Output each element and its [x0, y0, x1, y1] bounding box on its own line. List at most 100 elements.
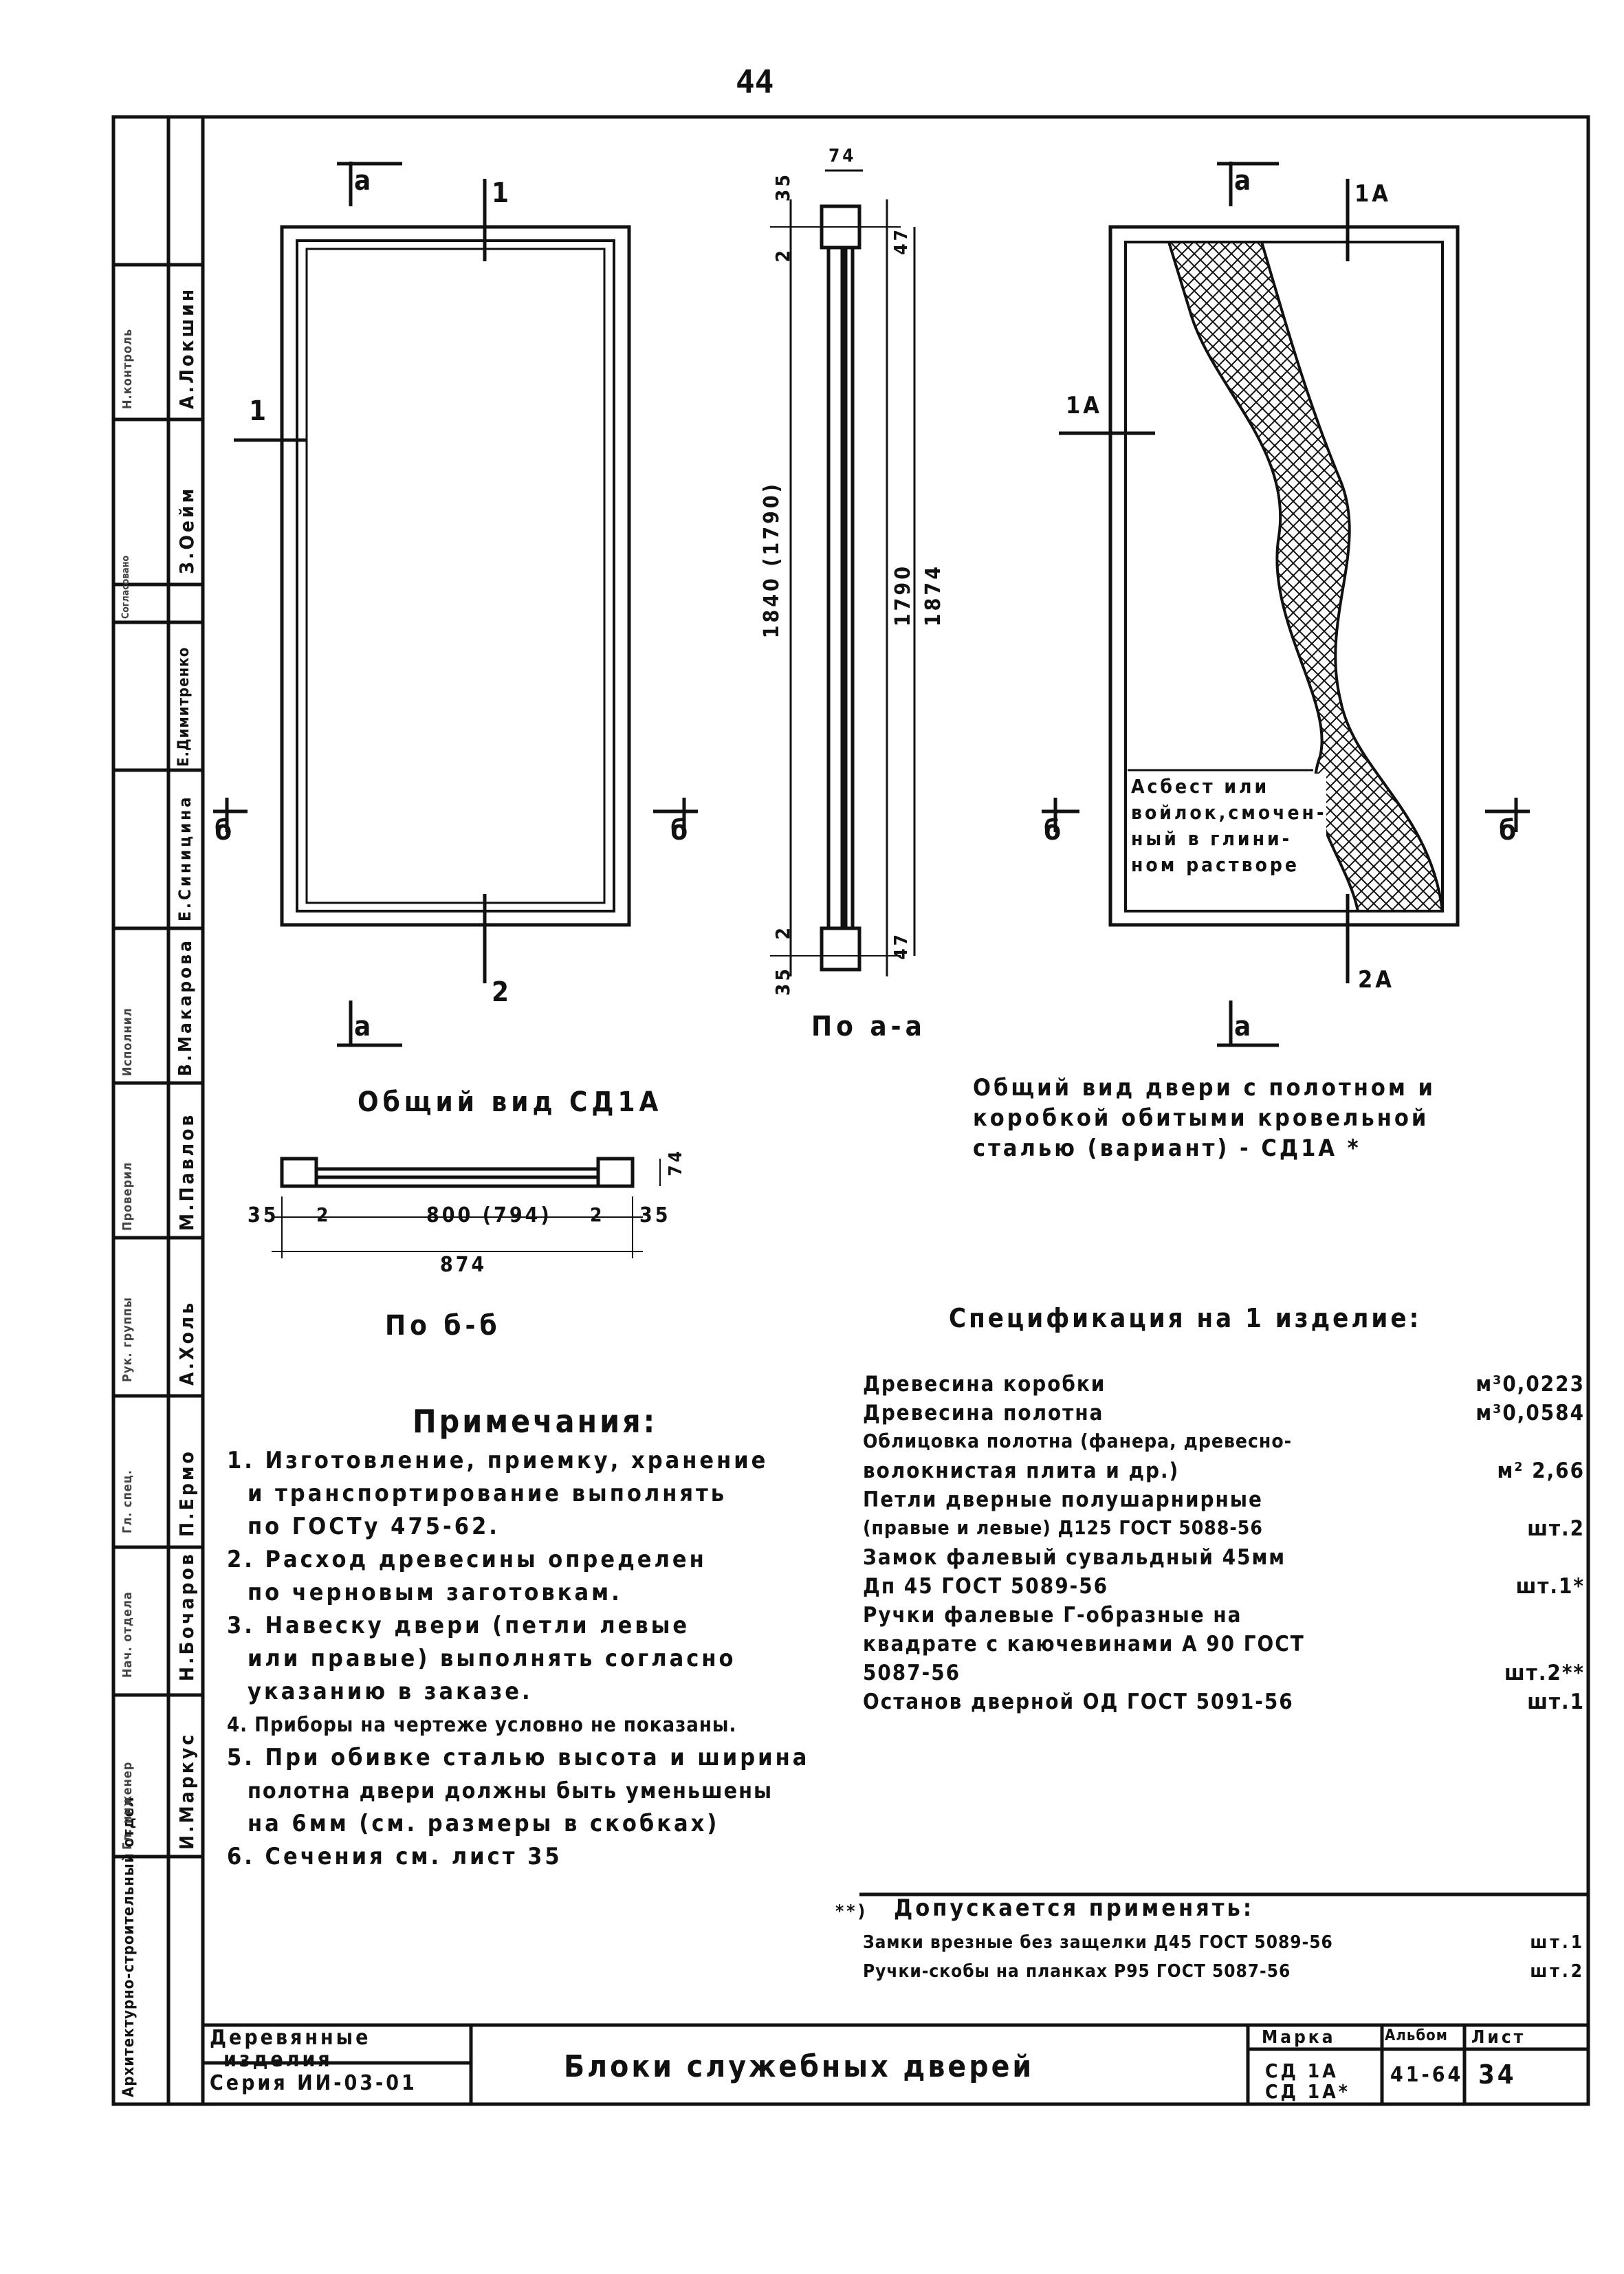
title-block-mark-header: Марка	[1262, 2027, 1336, 2048]
spec-note-title: Допускается применять:	[894, 1894, 1255, 1922]
side-stamp-role: Проверил	[120, 1161, 135, 1231]
dim-bb-left: 35	[248, 1203, 279, 1227]
spec-name: квадрате с каючевинами А 90 ГОСТ	[863, 1632, 1305, 1657]
alt-cut-mark-1a-top: 1А	[1354, 180, 1391, 208]
callout-line: войлок,смочен-	[1131, 801, 1327, 824]
notes-title: Примечания:	[413, 1403, 658, 1440]
side-stamp-org: Архитектурно-строительный отдел	[120, 1796, 138, 2097]
notes-list: 1. Изготовление, приемку, хранение и тра…	[227, 1444, 846, 1873]
door-leaf	[305, 248, 606, 904]
spec-qty: шт.1*	[1515, 1574, 1585, 1599]
note-line: по черновым заготовкам.	[248, 1579, 622, 1606]
note-line: или правые) выполнять согласно	[248, 1645, 736, 1672]
dim-bb-right2: 2	[590, 1203, 605, 1226]
cut-mark-a-bottom: а	[354, 1011, 374, 1042]
title-block-sheet-header: Лист	[1471, 2027, 1526, 2048]
dim-bb-middle: 800 (794)	[426, 1203, 552, 1227]
spec-qty: шт.2	[1527, 1516, 1585, 1541]
spec-row: Петли дверные полушарнирные	[863, 1487, 1585, 1516]
spec-qty: м² 2,66	[1497, 1458, 1585, 1483]
spec-row: волокнистая плита и др.) м² 2,66	[863, 1458, 1585, 1487]
insulation-hatch	[1167, 241, 1445, 912]
side-stamp-name: А.Локшин	[175, 286, 198, 409]
note-line: полотна двери должны быть уменьшены	[248, 1778, 773, 1804]
alt-caption-line: сталью (вариант) - СД1А *	[973, 1135, 1361, 1162]
spec-row: Древесина коробки м³0,0223	[863, 1372, 1585, 1401]
cut-mark-b-right: б	[670, 815, 691, 846]
note-line: на 6мм (см. размеры в скобках)	[248, 1810, 720, 1837]
side-stamp-name: М.Павлов	[175, 1112, 198, 1231]
side-stamp-name: Е.Димитренко	[175, 646, 193, 767]
spec-row: Ручки фалевые Г-образные на	[863, 1603, 1585, 1632]
alt-cut-mark-2a-bottom: 2А	[1358, 966, 1394, 994]
note-line: 6. Сечения см. лист 35	[227, 1843, 562, 1870]
dim-aa-top-2: 2	[771, 248, 794, 263]
alt-view-caption: Общий вид двери с полотном и коробкой об…	[973, 1073, 1436, 1163]
alt-cut-mark-b-left: б	[1044, 815, 1064, 846]
spec-qty: шт.1	[1527, 1690, 1585, 1714]
callout-line: ном растворе	[1131, 853, 1299, 876]
spec-name: Древесина коробки	[863, 1372, 1106, 1397]
title-block-album: 41-64	[1390, 2063, 1464, 2087]
spec-alt-name: Замки врезные без защелки Д45 ГОСТ 5089-…	[863, 1932, 1333, 1953]
alt-cut-mark-1a-left: 1А	[1066, 392, 1102, 419]
spec-table: Древесина коробки м³0,0223 Древесина пол…	[863, 1372, 1585, 1718]
dim-aa-mid: 1790	[891, 564, 915, 627]
cut-mark-1-top: 1	[492, 177, 512, 209]
spec-row: Дп 45 ГОСТ 5089-56 шт.1*	[863, 1574, 1585, 1603]
title-block-sheet: 34	[1478, 2059, 1517, 2090]
side-stamp-role: Гл. спец.	[120, 1469, 135, 1533]
general-view-caption: Общий вид СД1А	[358, 1086, 663, 1118]
spec-alt-table: Замки врезные без защелки Д45 ГОСТ 5089-…	[863, 1932, 1585, 1990]
dim-aa-top-35: 35	[771, 172, 794, 202]
alt-cut-mark-b-right: б	[1499, 815, 1519, 846]
callout-line: Асбест или	[1131, 775, 1270, 798]
dim-aa-bottom-35: 35	[771, 966, 794, 996]
dim-bb-thickness: 74	[666, 1148, 686, 1177]
spec-title: Спецификация на 1 изделие:	[949, 1303, 1422, 1333]
spec-row: Облицовка полотна (фанера, древесно-	[863, 1430, 1585, 1458]
spec-row: Останов дверной ОД ГОСТ 5091-56 шт.1	[863, 1690, 1585, 1718]
note-line: 4. Приборы на чертеже условно не показан…	[227, 1713, 737, 1736]
spec-name: волокнистая плита и др.)	[863, 1458, 1180, 1483]
dim-bb-right: 35	[639, 1203, 671, 1227]
side-stamp-role: Гл. инженер	[120, 1761, 135, 1850]
spec-alt-name: Ручки-скобы на планках Р95 ГОСТ 5087-56	[863, 1961, 1291, 1982]
title-block-section: Деревянные изделия	[210, 2027, 371, 2071]
title-block-series: Серия ИИ-03-01	[210, 2071, 417, 2095]
spec-name: Ручки фалевые Г-образные на	[863, 1603, 1242, 1628]
title-block-mark-1: СД 1А	[1265, 2059, 1339, 2082]
section-bb-caption: По б-б	[385, 1310, 501, 1342]
dim-aa-top-right: 47	[891, 227, 912, 255]
cut-mark-b-left: б	[215, 815, 235, 846]
alt-cut-mark-a-top: а	[1234, 165, 1254, 197]
title-block-album-header: Альбом	[1385, 2027, 1448, 2044]
side-stamp-name: Н.Бочаров	[175, 1551, 198, 1681]
alt-caption-line: Общий вид двери с полотном и	[973, 1074, 1436, 1102]
dim-aa-left-long: 1840 (1790)	[760, 481, 784, 639]
dim-aa-bottom-right: 47	[891, 932, 912, 960]
spec-row: (правые и левые) Д125 ГОСТ 5088-56 шт.2	[863, 1516, 1585, 1545]
spec-name: Дп 45 ГОСТ 5089-56	[863, 1574, 1109, 1599]
section-line: изделия	[223, 2048, 333, 2072]
note-line: 5. При обивке сталью высота и ширина	[227, 1744, 810, 1771]
dim-bb-total: 874	[440, 1253, 487, 1277]
spec-name: (правые и левые) Д125 ГОСТ 5088-56	[863, 1516, 1263, 1539]
spec-name: Останов дверной ОД ГОСТ 5091-56	[863, 1690, 1294, 1714]
spec-alt-row: Замки врезные без защелки Д45 ГОСТ 5089-…	[863, 1932, 1585, 1961]
section-aa-caption: По а-а	[811, 1011, 926, 1042]
cut-mark-1-left: 1	[249, 395, 270, 427]
cut-mark-a-top: а	[354, 165, 374, 197]
callout-line: ный в глини-	[1131, 827, 1293, 850]
door-frame-outer	[280, 225, 631, 927]
side-stamp-name: Е.Синицина	[175, 794, 195, 921]
sheet-frame	[111, 115, 1590, 2106]
dim-aa-thickness: 74	[829, 146, 857, 166]
spec-row: 5087-56 шт.2**	[863, 1661, 1585, 1690]
dim-aa-right-long: 1874	[921, 564, 945, 627]
spec-alt-row: Ручки-скобы на планках Р95 ГОСТ 5087-56 …	[863, 1961, 1585, 1990]
side-stamp-name: В.Макарова	[175, 938, 196, 1076]
side-stamp-role: Рук. группы	[120, 1297, 135, 1382]
dim-aa-bottom-2: 2	[771, 925, 794, 940]
